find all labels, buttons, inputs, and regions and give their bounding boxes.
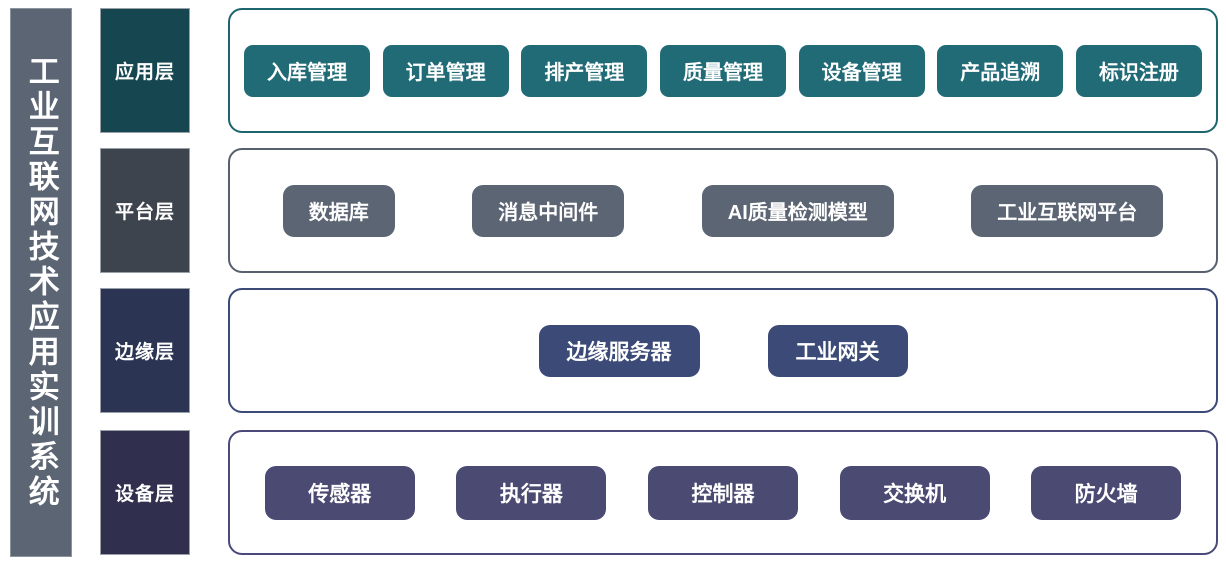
system-title-text: 工业互联网技术应用实训系统 bbox=[23, 55, 59, 510]
layer-container-platform: 数据库 消息中间件 AI质量检测模型 工业互联网平台 bbox=[228, 148, 1218, 273]
layer-label-edge: 边缘层 bbox=[100, 288, 190, 413]
node-gongye-wangguan[interactable]: 工业网关 bbox=[767, 324, 908, 377]
layer-label-platform: 平台层 bbox=[100, 148, 190, 273]
node-chanpin-zhuisu[interactable]: 产品追溯 bbox=[937, 44, 1064, 97]
node-zhiliang-guanli[interactable]: 质量管理 bbox=[659, 44, 786, 97]
node-bianyuan-fuwuqi[interactable]: 边缘服务器 bbox=[538, 324, 700, 377]
node-shujuku[interactable]: 数据库 bbox=[282, 184, 395, 237]
layer-row-platform: 平台层 数据库 消息中间件 AI质量检测模型 工业互联网平台 bbox=[100, 148, 1218, 273]
node-shebei-guanli[interactable]: 设备管理 bbox=[798, 44, 925, 97]
node-biaoshi-zhuce[interactable]: 标识注册 bbox=[1075, 44, 1202, 97]
node-ruku-guanli[interactable]: 入库管理 bbox=[244, 44, 370, 97]
layer-label-device: 设备层 bbox=[100, 430, 190, 555]
layer-container-edge: 边缘服务器 工业网关 bbox=[228, 288, 1218, 413]
node-kongzhiqi[interactable]: 控制器 bbox=[647, 465, 798, 520]
layer-container-device: 传感器 执行器 控制器 交换机 防火墙 bbox=[228, 430, 1218, 555]
layer-label-application: 应用层 bbox=[100, 8, 190, 133]
layer-row-edge: 边缘层 边缘服务器 工业网关 bbox=[100, 288, 1218, 413]
node-ai-zhiliang-jiance-moxing[interactable]: AI质量检测模型 bbox=[701, 184, 894, 237]
node-xiaoxi-zhongjianjian[interactable]: 消息中间件 bbox=[472, 184, 625, 237]
node-chuanganqi[interactable]: 传感器 bbox=[264, 465, 415, 520]
layer-items-platform: 数据库 消息中间件 AI质量检测模型 工业互联网平台 bbox=[244, 184, 1202, 237]
node-jiaohuanji[interactable]: 交换机 bbox=[839, 465, 990, 520]
layer-items-device: 传感器 执行器 控制器 交换机 防火墙 bbox=[244, 465, 1202, 520]
node-fanghuoqiang[interactable]: 防火墙 bbox=[1031, 465, 1182, 520]
layer-row-application: 应用层 入库管理 订单管理 排产管理 质量管理 设备管理 产品追溯 标识注册 bbox=[100, 8, 1218, 133]
layer-container-application: 入库管理 订单管理 排产管理 质量管理 设备管理 产品追溯 标识注册 bbox=[228, 8, 1218, 133]
layer-items-edge: 边缘服务器 工业网关 bbox=[244, 324, 1202, 377]
node-zhixingqi[interactable]: 执行器 bbox=[456, 465, 607, 520]
layer-row-device: 设备层 传感器 执行器 控制器 交换机 防火墙 bbox=[100, 430, 1218, 555]
node-dingdan-guanli[interactable]: 订单管理 bbox=[382, 44, 509, 97]
layer-items-application: 入库管理 订单管理 排产管理 质量管理 设备管理 产品追溯 标识注册 bbox=[244, 44, 1202, 97]
system-title-bar: 工业互联网技术应用实训系统 bbox=[10, 8, 72, 557]
node-gongye-hulianwang-pingtai[interactable]: 工业互联网平台 bbox=[971, 184, 1164, 237]
node-paichan-guanli[interactable]: 排产管理 bbox=[521, 44, 648, 97]
